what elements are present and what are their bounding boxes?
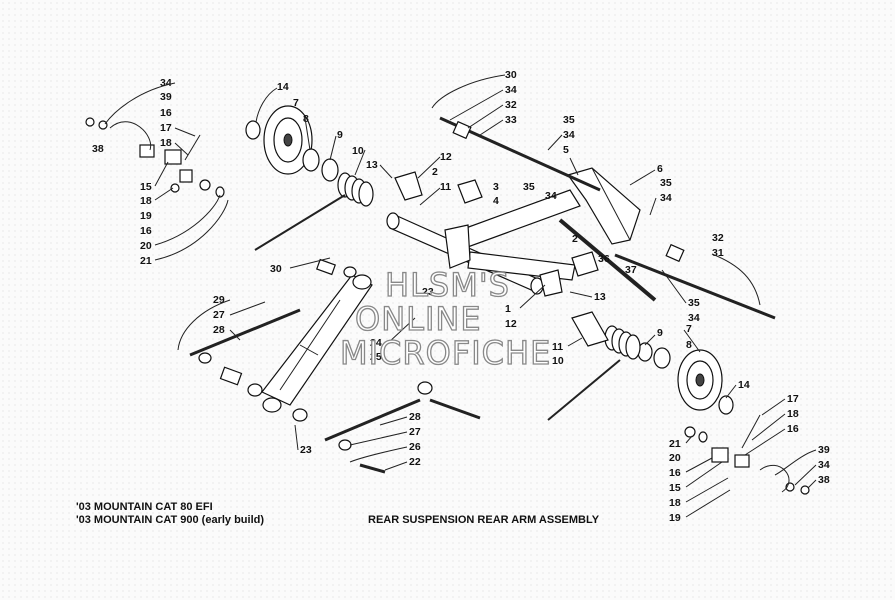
callout-18b-lr: 18: [669, 497, 681, 509]
long-bolts: [439, 116, 776, 320]
callout-9-l: 9: [337, 129, 343, 141]
watermark: HLSM'S ONLINE MICROFICHE: [339, 265, 551, 372]
callout-28b-ll: 28: [409, 411, 421, 423]
callout-18b-ul: 18: [140, 195, 152, 207]
left-wheel-group: [245, 105, 374, 251]
callout-38-lr: 38: [818, 474, 830, 486]
callout-16b-lr: 16: [669, 467, 681, 479]
shock-absorber: [261, 274, 373, 413]
callout-6-uc: 6: [657, 163, 663, 175]
callout-16-ul: 16: [160, 107, 172, 119]
callout-35b-uc: 35: [523, 181, 535, 193]
diagram-title: REAR SUSPENSION REAR ARM ASSEMBLY: [368, 514, 600, 526]
lower-links: [189, 258, 481, 474]
callout-27b-ll: 27: [409, 426, 421, 438]
callout-30-c: 30: [270, 263, 282, 275]
callout-34-uc: 34: [505, 84, 517, 96]
callout-4-uc: 4: [493, 195, 499, 207]
callout-34-r: 34: [688, 312, 700, 324]
callout-15-lr: 15: [669, 482, 681, 494]
callout-27-ll: 27: [213, 309, 225, 321]
callout-16b-ul: 16: [140, 225, 152, 237]
callout-14-lr: 14: [738, 379, 750, 391]
callout-39-ul: 39: [160, 91, 172, 103]
callout-1-c: 1: [505, 303, 511, 315]
callout-32-uc: 32: [505, 99, 517, 111]
callout-8-c: 8: [686, 339, 692, 351]
watermark-line-2: ONLINE: [355, 300, 482, 338]
callout-17-lr: 17: [787, 393, 799, 405]
callout-24-c: 24: [370, 337, 382, 349]
callout-21-lr: 21: [669, 438, 681, 450]
callout-32-r: 32: [712, 232, 724, 244]
callout-25-c: 25: [370, 351, 382, 363]
callout-5-uc: 5: [563, 144, 569, 156]
callout-20-lr: 20: [669, 452, 681, 464]
watermark-line-1: HLSM'S: [385, 266, 510, 304]
callout-28-ll: 28: [213, 324, 225, 336]
callout-13-c: 13: [594, 291, 606, 303]
callout-29-ll: 29: [213, 294, 225, 306]
callout-13-l: 13: [366, 159, 378, 171]
callout-19-lr: 19: [669, 512, 681, 524]
callout-8-l: 8: [303, 113, 309, 125]
callout-35-uc: 35: [563, 114, 575, 126]
callout-34d-uc: 34: [660, 192, 672, 204]
left-torsion-spring: [254, 172, 374, 251]
callout-16-lr: 16: [787, 423, 799, 435]
callout-34c-uc: 34: [545, 190, 557, 202]
right-torsion-spring: [547, 325, 641, 421]
callout-37-uc: 37: [625, 264, 637, 276]
callout-36-uc: 36: [598, 253, 610, 265]
watermark-line-3: MICROFICHE: [340, 334, 551, 372]
right-wheel-group: [547, 311, 734, 421]
callout-35c-uc: 35: [660, 177, 672, 189]
upper-left-hardware: [85, 117, 225, 198]
model-line-1: '03 MOUNTAIN CAT 80 EFI: [76, 501, 213, 513]
rear-arm-assembly: [386, 167, 641, 297]
callout-10-l: 10: [352, 145, 364, 157]
callout-34-ul: 34: [160, 77, 172, 89]
callout-19-ul: 19: [140, 210, 152, 222]
callout-34b-uc: 34: [563, 129, 575, 141]
callout-14-l: 14: [277, 81, 289, 93]
callout-20-ul: 20: [140, 240, 152, 252]
callout-3-uc: 3: [493, 181, 499, 193]
model-line-2: '03 MOUNTAIN CAT 900 (early build): [76, 514, 264, 526]
callout-10-c: 10: [552, 355, 564, 367]
callout-17-ul: 17: [160, 122, 172, 134]
callout-23-c: 23: [422, 286, 434, 298]
callout-26-ll: 26: [409, 441, 421, 453]
callout-18-lr: 18: [787, 408, 799, 420]
callout-23-ll: 23: [300, 444, 312, 456]
callout-34-lr: 34: [818, 459, 830, 471]
callout-11-l: 11: [440, 181, 451, 193]
callout-11-c: 11: [552, 341, 563, 353]
callout-2-uc: 2: [572, 233, 578, 245]
callout-38-ul: 38: [92, 143, 104, 155]
callout-labels: 34 39 16 17 18 38 15 18 19 16 20 21 14 7…: [92, 69, 830, 524]
callout-31-r: 31: [712, 247, 724, 259]
callout-7-c: 7: [686, 323, 692, 335]
callout-33-uc: 33: [505, 114, 517, 126]
callout-12-c: 12: [505, 318, 517, 330]
callout-22-ll: 22: [409, 456, 421, 468]
callout-12-l: 12: [440, 151, 452, 163]
callout-35-r: 35: [688, 297, 700, 309]
callout-18-ul: 18: [160, 137, 172, 149]
callout-21-ul: 21: [140, 255, 152, 267]
lower-right-hardware: [684, 414, 810, 495]
callout-39-lr: 39: [818, 444, 830, 456]
callout-9-c: 9: [657, 327, 663, 339]
callout-30-uc: 30: [505, 69, 517, 81]
callout-7-l: 7: [293, 97, 299, 109]
callout-15-ul: 15: [140, 181, 152, 193]
callout-2-l: 2: [432, 166, 438, 178]
